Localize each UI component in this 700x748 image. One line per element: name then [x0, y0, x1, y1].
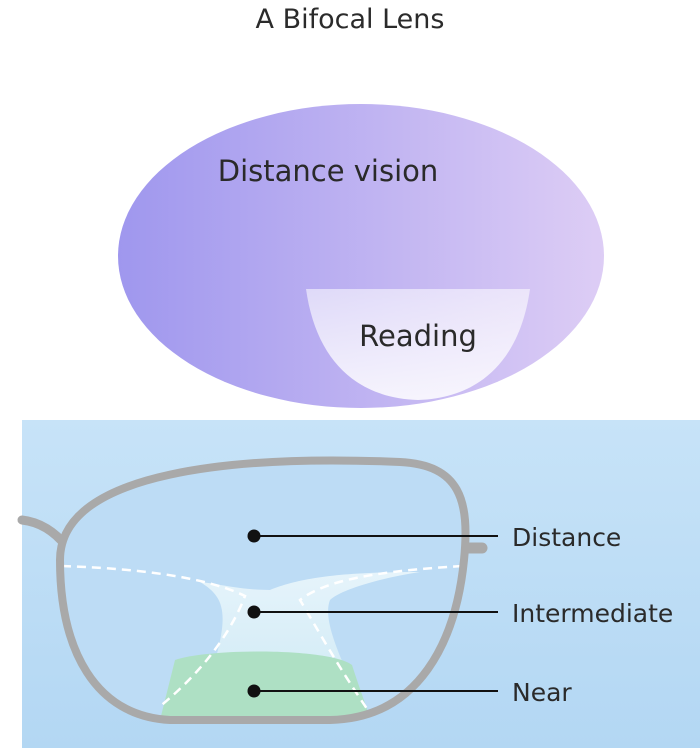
- near-zone: [160, 651, 370, 720]
- near-label: Near: [512, 678, 572, 707]
- callout-intermediate: Intermediate: [247, 599, 673, 628]
- bifocal-lens: Distance vision Reading: [118, 104, 604, 408]
- distance-vision-label: Distance vision: [218, 154, 439, 188]
- zone-boundary-left: [61, 564, 247, 709]
- reading-segment: [306, 289, 530, 400]
- callout-near: Near: [247, 678, 572, 707]
- marker-dot: [247, 684, 261, 698]
- progressive-lens-panel: Distance Intermediate Near: [17, 420, 700, 748]
- callout-distance: Distance: [247, 523, 621, 552]
- marker-dot: [247, 529, 261, 543]
- zone-boundary-right: [298, 564, 463, 717]
- marker-dot: [247, 605, 261, 619]
- reading-label: Reading: [359, 319, 477, 353]
- distance-label: Distance: [512, 523, 621, 552]
- glasses-frame: [55, 456, 470, 724]
- intermediate-label: Intermediate: [512, 599, 673, 628]
- diagram-title: A Bifocal Lens: [255, 4, 445, 35]
